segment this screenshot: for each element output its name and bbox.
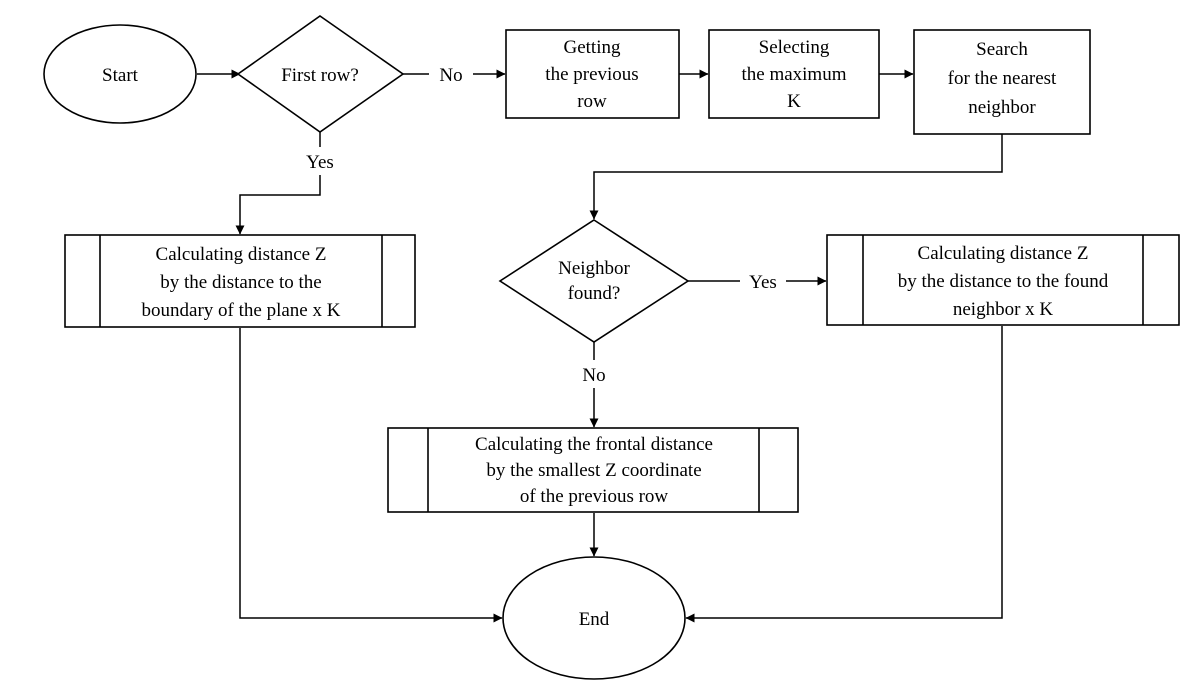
node-boundary-distance-line-3: boundary of the plane x K [142, 300, 341, 321]
node-end-label: End [579, 609, 610, 630]
node-getting-previous-row: Getting the previous row [505, 29, 680, 119]
node-neighbor-distance-subprocess: Calculating distance Z by the distance t… [826, 234, 1180, 326]
node-frontal-distance-line-1: Calculating the frontal distance [475, 434, 713, 455]
edge-label-first-row-no: No [439, 65, 462, 86]
node-first-row-label: First row? [281, 65, 359, 86]
node-frontal-distance-subprocess: Calculating the frontal distance by the … [387, 427, 799, 513]
node-neighbor-distance-line-3: neighbor x K [953, 299, 1054, 320]
node-frontal-distance-line-2: by the smallest Z coordinate [486, 460, 701, 481]
edge-boundary-distance-to-end [239, 328, 503, 623]
node-neighbor-distance-line-2: by the distance to the found [898, 271, 1109, 292]
edge-neighbor-distance-to-end [685, 326, 1003, 623]
node-selecting-max-k-line-1: Selecting [759, 37, 830, 58]
edge-nearest-neighbor-to-neighbor-found [589, 134, 1003, 220]
node-frontal-distance-line-3: of the previous row [520, 486, 669, 507]
node-getting-previous-row-line-2: the previous [545, 64, 638, 85]
node-end: End [502, 556, 686, 680]
node-search-nearest-neighbor-line-3: neighbor [968, 97, 1036, 118]
node-neighbor-found-line-1: Neighbor [558, 258, 630, 279]
node-boundary-distance-line-1: Calculating distance Z [156, 244, 327, 265]
node-search-nearest-neighbor: Search for the nearest neighbor [913, 29, 1091, 135]
node-selecting-max-k: Selecting the maximum K [708, 29, 880, 119]
edge-labels: No Yes Yes No [298, 60, 786, 388]
node-getting-previous-row-line-3: row [577, 91, 607, 112]
edge-label-neighbor-found-no: No [582, 365, 605, 386]
node-search-nearest-neighbor-line-2: for the nearest [948, 68, 1057, 89]
node-boundary-distance-subprocess: Calculating distance Z by the distance t… [64, 234, 416, 328]
node-selecting-max-k-line-2: the maximum [741, 64, 846, 85]
node-selecting-max-k-line-3: K [787, 91, 801, 112]
node-neighbor-distance-line-1: Calculating distance Z [918, 243, 1089, 264]
node-first-row-decision: First row? [236, 15, 405, 133]
edge-label-first-row-yes: Yes [306, 152, 334, 173]
node-neighbor-found-line-2: found? [568, 283, 621, 304]
node-search-nearest-neighbor-line-1: Search [976, 39, 1028, 60]
edge-label-neighbor-found-yes: Yes [749, 272, 777, 293]
node-start-label: Start [102, 65, 139, 86]
node-neighbor-found-decision: Neighbor found? [498, 219, 690, 343]
node-boundary-distance-line-2: by the distance to the [160, 272, 321, 293]
node-getting-previous-row-line-1: Getting [564, 37, 621, 58]
node-start: Start [43, 24, 197, 124]
